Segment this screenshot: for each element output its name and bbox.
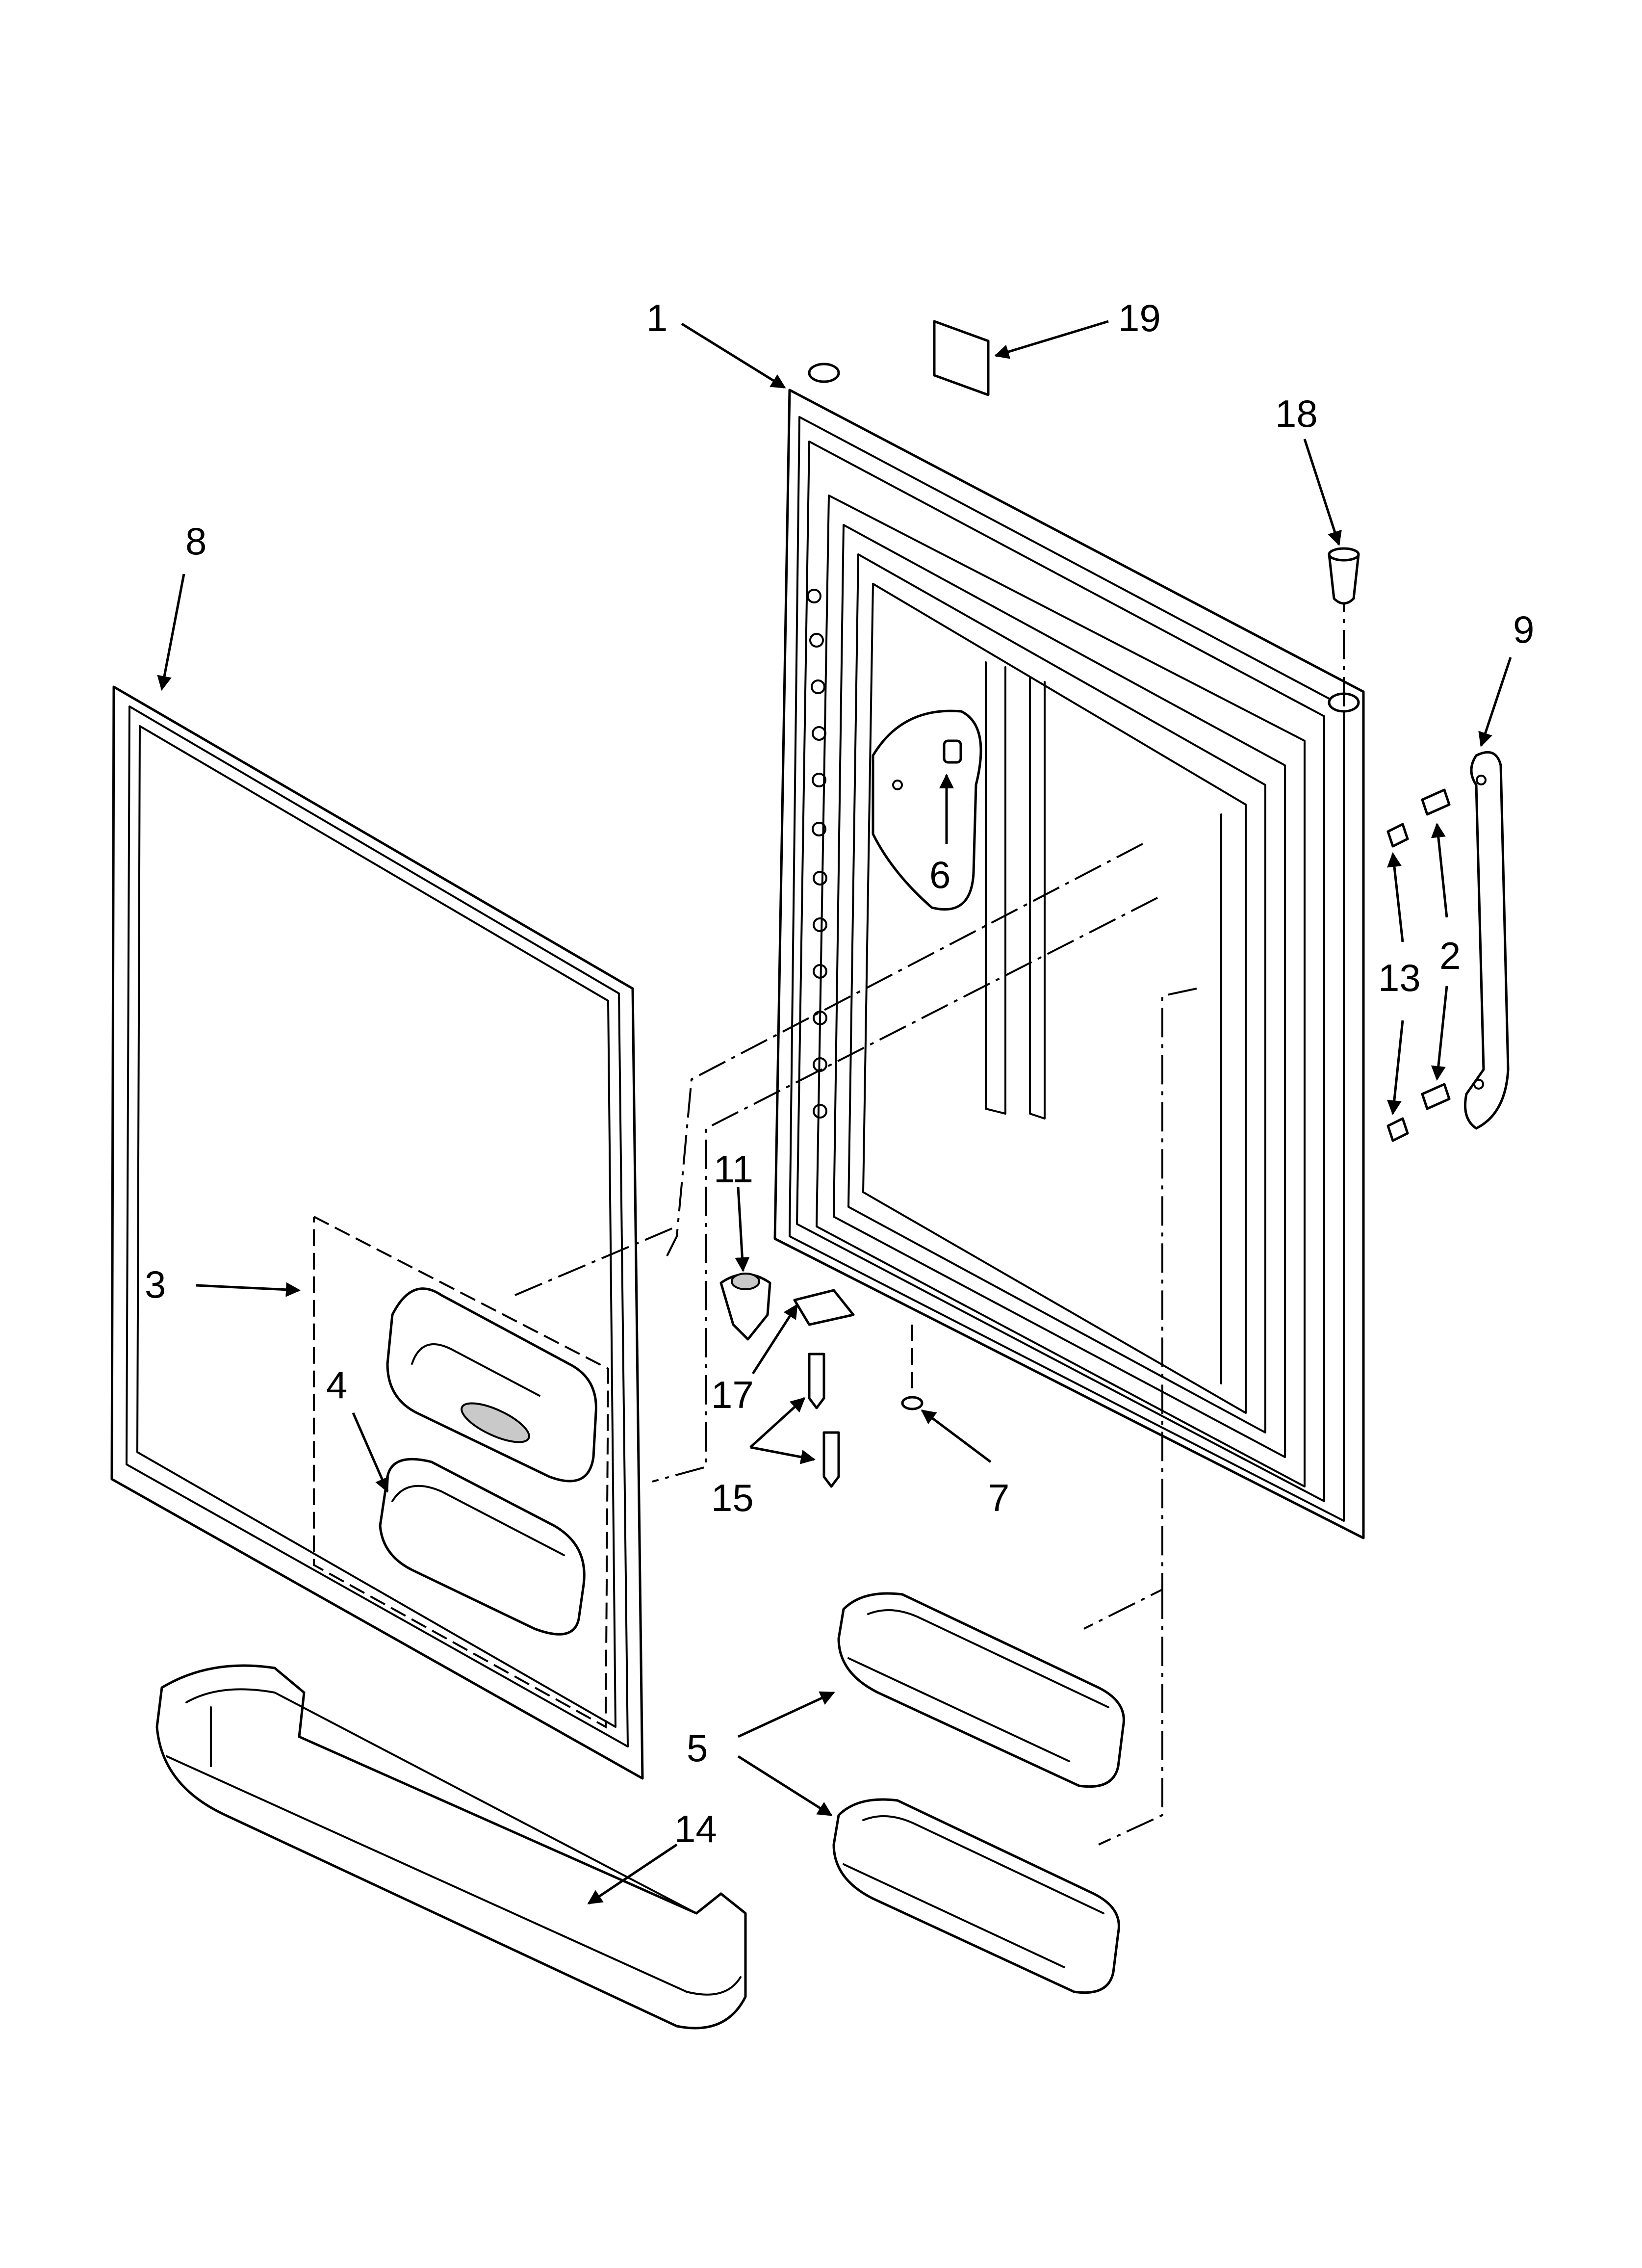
door-bin-lower [832,1798,1120,1994]
dispenser-outline [313,1216,610,1729]
leader-2a [1431,823,1448,918]
leader-5a [737,1691,835,1738]
callout-6: 6 [929,853,950,896]
hinge-bracket [793,1289,855,1326]
callout-8: 8 [185,520,206,563]
leader-15b [750,1446,816,1464]
callout-9: 9 [1513,608,1534,651]
callout-7: 7 [988,1476,1009,1519]
shelf-clips [807,589,827,1119]
leader-18 [1303,439,1342,546]
label-plate [933,320,990,396]
callout-19: 19 [1118,296,1161,339]
leader-3 [196,1282,301,1297]
dispenser-tray [379,1458,586,1636]
callout-15: 15 [711,1476,754,1519]
callout-18: 18 [1275,392,1318,435]
bracket-screws [808,1353,840,1488]
hinge-bushing [1328,547,1360,605]
leader-17 [751,1303,798,1375]
leader-14 [587,1843,678,1905]
leader-7 [921,1409,992,1463]
large-door-bin [155,1664,747,2030]
leader-15a [749,1397,806,1448]
callout-17: 17 [711,1373,754,1416]
callout-labels: 1 19 18 8 9 6 2 13 11 3 4 17 15 7 5 14 [145,296,1534,1851]
leader-1 [681,322,786,389]
callout-3: 3 [145,1263,166,1306]
callout-5: 5 [687,1726,708,1770]
handle-screws [1421,788,1451,1110]
leader-19 [994,320,1109,359]
callout-13: 13 [1378,956,1421,999]
callout-2: 2 [1439,934,1461,977]
callout-1: 1 [646,296,667,339]
mounting-studs [1386,823,1409,1142]
leader-5b [737,1755,833,1817]
leader-4 [352,1412,389,1493]
leader-13a [1387,852,1404,942]
door-cam [719,1273,771,1341]
leader-11 [735,1187,750,1272]
callout-14: 14 [674,1807,717,1851]
outer-door [773,363,1365,1539]
door-handle [1464,751,1510,1130]
door-stop-plate [872,709,982,911]
leader-13b [1386,1020,1404,1115]
callout-11: 11 [714,1147,753,1191]
leader-2b [1431,986,1448,1081]
door-screw [901,1325,924,1410]
leader-9 [1478,657,1512,747]
leader-arrows [157,320,1512,1905]
dispenser-housing [386,1287,597,1483]
door-bin-upper [837,1592,1125,1788]
alignment-lines [514,599,1345,1846]
leader-8 [157,574,185,691]
callout-4: 4 [326,1363,347,1407]
